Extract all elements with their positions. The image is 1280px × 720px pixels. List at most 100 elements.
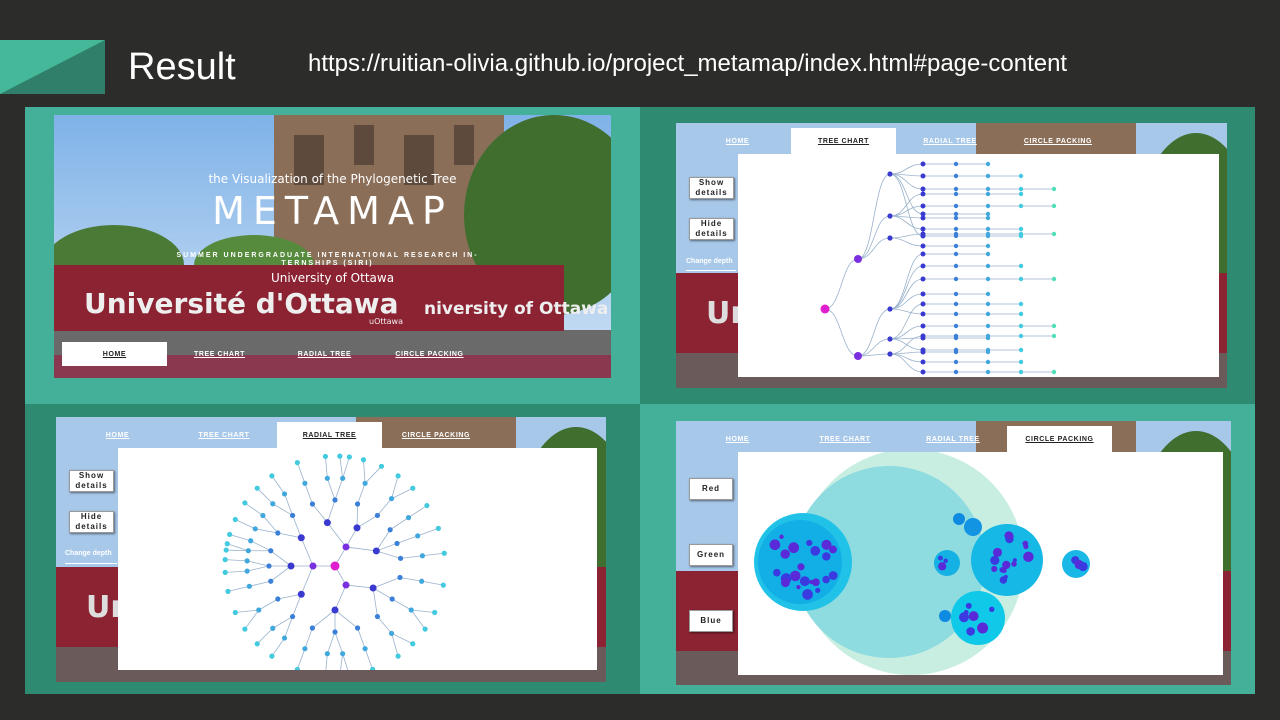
circle-leaf[interactable] [810, 546, 821, 556]
radial-node[interactable] [395, 473, 401, 479]
radial-node[interactable] [254, 485, 260, 491]
radial-node[interactable] [297, 590, 305, 598]
tab-home[interactable]: HOME [62, 342, 167, 366]
radial-node[interactable] [419, 553, 426, 559]
tree-node[interactable] [953, 291, 959, 297]
tree-node[interactable] [985, 226, 991, 232]
circle-leaf[interactable] [991, 565, 998, 573]
tree-node[interactable] [953, 333, 959, 339]
radial-node[interactable] [227, 531, 233, 538]
tree-node[interactable] [1018, 333, 1024, 339]
radial-node[interactable] [419, 578, 425, 584]
radial-node[interactable] [397, 574, 403, 581]
circle-leaf[interactable] [966, 627, 975, 636]
tree-node[interactable] [953, 226, 959, 232]
tree-node[interactable] [953, 161, 959, 167]
radial-node[interactable] [441, 550, 447, 556]
circle-leaf[interactable] [1002, 560, 1011, 570]
radial-node[interactable] [378, 463, 385, 469]
tree-node[interactable] [985, 251, 991, 257]
tree-node[interactable] [920, 203, 926, 209]
tree-node[interactable] [985, 231, 991, 237]
tree-node[interactable] [920, 211, 926, 217]
radial-node[interactable] [370, 666, 376, 672]
tree-node[interactable] [953, 191, 959, 197]
radial-node[interactable] [248, 538, 254, 544]
tree-node[interactable] [887, 351, 893, 357]
tree-node[interactable] [1018, 276, 1024, 282]
radial-node[interactable] [287, 562, 295, 570]
tab-home[interactable]: HOME [725, 137, 750, 145]
radial-node[interactable] [294, 666, 300, 672]
tree-node[interactable] [985, 263, 991, 269]
tree-root-node[interactable] [820, 304, 830, 314]
radial-node[interactable] [397, 555, 404, 561]
tree-node[interactable] [920, 349, 926, 355]
circle-leaf[interactable] [959, 612, 969, 623]
circle-leaf[interactable] [796, 585, 801, 590]
radial-node[interactable] [252, 526, 258, 532]
green-button[interactable]: Green [689, 544, 733, 566]
radial-node[interactable] [266, 563, 272, 569]
tree-node[interactable] [920, 301, 926, 307]
hide-details-button[interactable]: Hide details [689, 218, 734, 240]
tree-node[interactable] [953, 349, 959, 355]
radial-node[interactable] [422, 626, 428, 632]
radial-node[interactable] [309, 625, 316, 631]
circle-leaf[interactable] [1001, 567, 1007, 574]
tree-node[interactable] [985, 173, 991, 179]
tree-node[interactable] [1018, 191, 1024, 197]
tab-home[interactable]: HOME [725, 435, 750, 443]
circle-leaf[interactable] [822, 552, 831, 561]
tree-node[interactable] [953, 359, 959, 365]
radial-node[interactable] [388, 630, 395, 637]
radial-node[interactable] [246, 583, 252, 589]
radial-node[interactable] [332, 497, 338, 503]
tree-node[interactable] [920, 231, 926, 237]
tree-node[interactable] [985, 349, 991, 355]
radial-node[interactable] [405, 515, 412, 521]
radial-node[interactable] [242, 500, 248, 506]
hide-details-button[interactable]: Hide details [69, 511, 114, 533]
radial-node[interactable] [269, 653, 275, 659]
radial-node[interactable] [322, 453, 329, 460]
tree-node[interactable] [920, 276, 926, 282]
radial-node[interactable] [275, 596, 281, 602]
circle-leaf[interactable] [1078, 561, 1088, 572]
tree-node[interactable] [920, 251, 926, 257]
tree-node[interactable] [920, 243, 926, 249]
circle-leaf[interactable] [1011, 561, 1017, 567]
tree-node[interactable] [887, 306, 893, 312]
radial-node[interactable] [281, 491, 288, 497]
radial-node[interactable] [323, 519, 331, 527]
circle-leaf[interactable] [965, 602, 972, 609]
tree-node[interactable] [953, 215, 959, 221]
radial-node[interactable] [275, 530, 281, 536]
depth-slider[interactable] [686, 270, 736, 271]
radial-node[interactable] [232, 516, 238, 523]
radial-node[interactable] [268, 548, 274, 554]
tab-radial-tree[interactable]: RADIAL TREE [277, 422, 382, 448]
tree-node[interactable] [985, 291, 991, 297]
circle-leaf[interactable] [811, 578, 820, 587]
radial-node[interactable] [372, 547, 380, 555]
tree-node[interactable] [953, 231, 959, 237]
circle-leaf[interactable] [779, 534, 784, 540]
tree-node[interactable] [1051, 203, 1057, 209]
tree-node[interactable] [985, 323, 991, 329]
tree-node[interactable] [985, 243, 991, 249]
circle-leaf[interactable] [938, 562, 947, 571]
tab-circle-packing[interactable]: CIRCLE PACKING [1007, 426, 1112, 452]
radial-node[interactable] [254, 641, 260, 647]
radial-node[interactable] [410, 641, 416, 647]
radial-node[interactable] [260, 512, 266, 519]
circle-leaf[interactable] [815, 587, 821, 593]
radial-node[interactable] [342, 543, 350, 551]
tree-node[interactable] [985, 203, 991, 209]
radial-node[interactable] [297, 534, 305, 542]
tree-node[interactable] [920, 191, 926, 197]
tree-node[interactable] [953, 276, 959, 282]
radial-node[interactable] [340, 475, 346, 481]
tree-node[interactable] [920, 161, 926, 167]
tree-node[interactable] [1051, 333, 1057, 339]
